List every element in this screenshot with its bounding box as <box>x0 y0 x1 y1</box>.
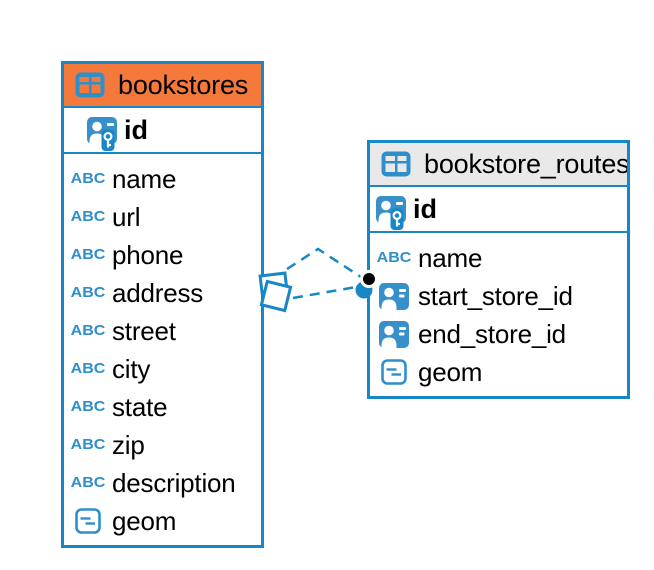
relation-source-marker[interactable] <box>258 271 293 313</box>
person-key-icon <box>376 189 407 230</box>
column-row[interactable]: ABC address <box>70 274 257 312</box>
column-name: end_store_id <box>418 318 566 349</box>
column-row[interactable]: ABC zip <box>70 426 257 464</box>
column-row[interactable]: ABC description <box>70 464 257 502</box>
column-row[interactable]: ABC city <box>70 350 257 388</box>
primary-key-row[interactable]: id <box>370 187 627 233</box>
abc-glyph: ABC <box>70 360 106 377</box>
column-row[interactable]: end_store_id <box>376 315 623 353</box>
abc-glyph: ABC <box>70 246 106 263</box>
column-row[interactable]: geom <box>70 502 257 540</box>
abc-icon: ABC <box>70 475 106 491</box>
person-icon <box>376 320 412 348</box>
column-name: name <box>418 242 483 273</box>
column-name: url <box>112 201 141 232</box>
column-name: state <box>112 391 168 422</box>
abc-glyph: ABC <box>70 398 106 415</box>
table-header[interactable]: bookstores <box>64 64 261 108</box>
geometry-icon <box>70 508 106 534</box>
table-icon <box>378 151 414 177</box>
abc-glyph: ABC <box>70 284 106 301</box>
column-row[interactable]: ABC phone <box>70 236 257 274</box>
table-title: bookstores <box>118 69 249 100</box>
column-name: description <box>112 467 236 498</box>
geometry-icon <box>376 359 412 385</box>
primary-key-name: id <box>124 114 148 145</box>
column-row[interactable]: ABC name <box>376 239 623 277</box>
column-row[interactable]: ABC street <box>70 312 257 350</box>
abc-icon: ABC <box>70 209 106 225</box>
column-name: geom <box>112 505 177 536</box>
column-name: address <box>112 277 204 308</box>
abc-icon: ABC <box>70 361 106 377</box>
column-row[interactable]: ABC url <box>70 198 257 236</box>
abc-icon: ABC <box>70 323 106 339</box>
column-row[interactable]: start_store_id <box>376 277 623 315</box>
abc-glyph: ABC <box>70 436 106 453</box>
column-name: start_store_id <box>418 280 573 311</box>
abc-icon: ABC <box>70 247 106 263</box>
abc-glyph: ABC <box>70 170 106 187</box>
column-row[interactable]: ABC name <box>70 160 257 198</box>
column-name: geom <box>418 356 483 387</box>
relationship-line[interactable] <box>258 247 378 313</box>
person-icon <box>376 282 412 310</box>
column-name: city <box>112 353 151 384</box>
column-name: street <box>112 315 176 346</box>
abc-icon: ABC <box>70 437 106 453</box>
column-name: phone <box>112 239 184 270</box>
abc-glyph: ABC <box>70 322 106 339</box>
relation-dashed-line-upper[interactable] <box>286 247 362 279</box>
abc-icon: ABC <box>70 171 106 187</box>
table-icon <box>72 72 108 98</box>
primary-key-name: id <box>413 193 437 224</box>
column-name: zip <box>112 429 145 460</box>
table-bookstore-routes[interactable]: bookstore_routes id ABC name start_store_… <box>367 140 630 399</box>
abc-icon: ABC <box>376 250 412 266</box>
table-title: bookstore_routes <box>424 148 627 179</box>
person-key-icon <box>87 110 118 151</box>
abc-glyph: ABC <box>70 208 106 225</box>
abc-icon: ABC <box>70 399 106 415</box>
abc-icon: ABC <box>70 285 106 301</box>
column-name: name <box>112 163 177 194</box>
column-row[interactable]: geom <box>376 353 623 391</box>
relation-dashed-line-lower[interactable] <box>292 285 357 300</box>
columns-list: ABC name start_store_id end_store_id geom <box>370 233 627 396</box>
column-row[interactable]: ABC state <box>70 388 257 426</box>
table-header[interactable]: bookstore_routes <box>370 143 627 187</box>
abc-glyph: ABC <box>376 249 412 266</box>
abc-glyph: ABC <box>70 474 106 491</box>
primary-key-row[interactable]: id <box>64 108 261 154</box>
